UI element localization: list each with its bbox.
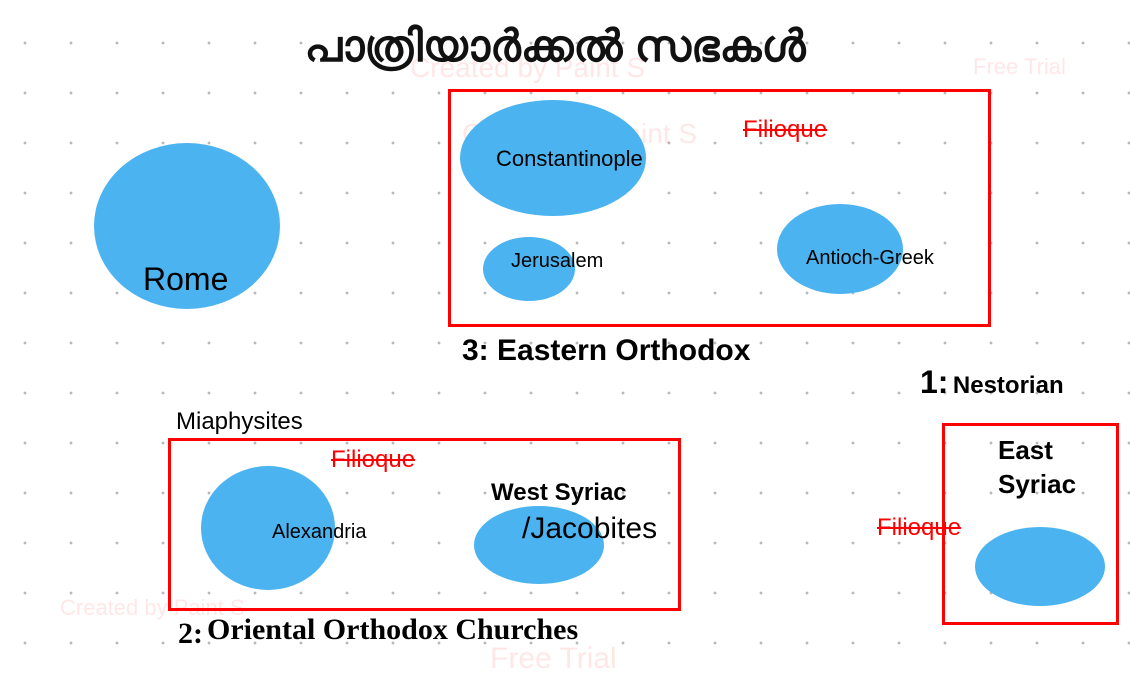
filioque-struck-label: Filioque <box>331 446 416 473</box>
watermark-created-by: Created by Paint S <box>60 595 245 620</box>
constantinople-label: Constantinople <box>496 146 643 171</box>
nestorian-heading: 1: Nestorian <box>920 364 1064 401</box>
watermark-created-by: Created by Paint S <box>410 52 646 83</box>
heading-text: Oriental Orthodox Churches <box>207 613 579 646</box>
west-syriac-line1: West Syriac <box>491 479 627 506</box>
jerusalem-ellipse <box>483 237 575 301</box>
constantinople-ellipse <box>460 100 646 216</box>
heading-text: Nestorian <box>952 372 1064 399</box>
oriental-orthodox-heading: 2: Oriental Orthodox Churches <box>178 613 578 651</box>
eastern-orthodox-box <box>448 89 991 327</box>
page-title: പാത്രിയാർക്കൽ സഭകൾ <box>304 22 806 71</box>
alexandria-label: Alexandria <box>272 521 367 543</box>
east-syriac-box <box>942 423 1119 625</box>
watermark-free-trial: Free Trial <box>973 54 1066 79</box>
heading-text: Eastern Orthodox <box>497 334 751 367</box>
heading-number: 2: <box>178 617 203 650</box>
filioque-struck-label: Filioque <box>743 116 828 143</box>
watermark-free-trial: Free Trial <box>490 642 617 675</box>
rome-label: Rome <box>143 261 229 297</box>
east-syriac-line1: East <box>998 435 1053 465</box>
east-syriac-ellipse <box>975 527 1105 606</box>
heading-number: 3: <box>462 334 489 367</box>
oriental-orthodox-box <box>168 438 681 611</box>
eastern-orthodox-heading: 3: Eastern Orthodox <box>462 334 750 368</box>
rome-ellipse <box>94 143 280 309</box>
east-syriac-line2: Syriac <box>998 469 1077 499</box>
west-syriac-line2: /Jacobites <box>522 512 658 545</box>
west-syriac-ellipse <box>474 506 604 584</box>
filioque-struck-label: Filioque <box>877 514 962 541</box>
antioch-label: Antioch-Greek <box>806 247 934 269</box>
miaphysites-label: Miaphysites <box>176 408 303 435</box>
heading-number: 1: <box>920 364 949 400</box>
alexandria-ellipse <box>201 466 335 590</box>
jerusalem-label: Jerusalem <box>511 250 604 272</box>
antioch-ellipse <box>777 204 903 294</box>
